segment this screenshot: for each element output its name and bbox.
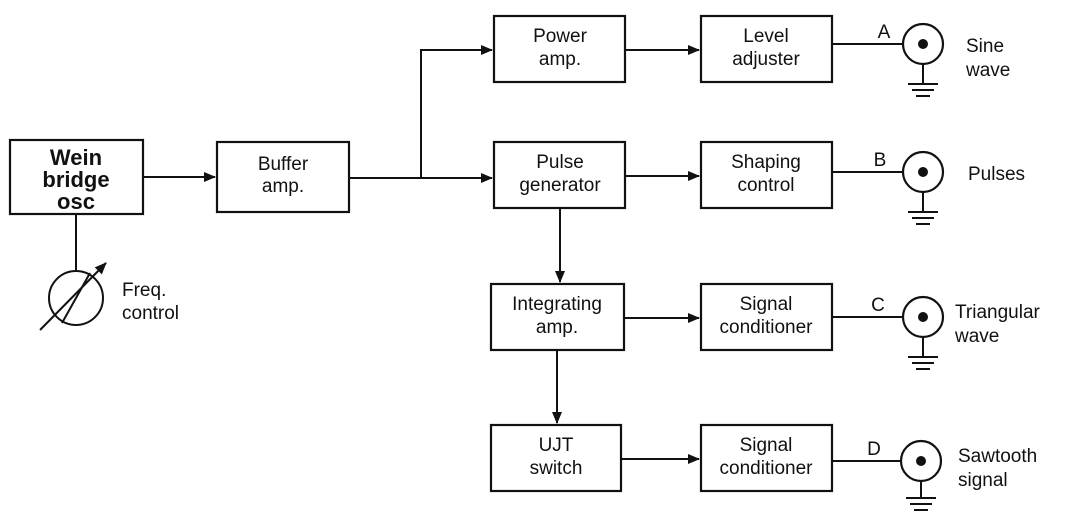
output-label-b-line-1: Pulses [968,164,1025,185]
pulse-generator-line-1: Pulse [536,152,584,173]
bnc-connector-icon [901,22,945,66]
ujt-switch-block: UJT switch [489,423,623,493]
freq-control-circle [48,270,104,326]
output-label-d-line-1: Sawtooth [958,446,1037,467]
level-adjuster-line-2: adjuster [732,49,800,70]
bnc-connector-icon [899,439,943,483]
ujt-switch-line-1: UJT [539,435,574,456]
output-label-a-line-2: wave [965,60,1010,81]
buffer-amp-line-2: amp. [262,176,304,197]
output-label-c-line-1: Triangular [955,302,1041,323]
output-label-a-line-1: Sine [966,36,1004,57]
wein-bridge-line-1: Wein [50,145,102,170]
output-d: D Sawtooth signal [867,439,1037,511]
integrating-amp-line-2: amp. [536,317,578,338]
output-a: A Sine wave [878,22,1010,97]
freq-control-label-1: Freq. [122,280,166,301]
freq-control-arrow [39,262,107,331]
pulse-generator-line-2: generator [519,175,601,196]
wein-bridge-line-3: osc [57,189,95,214]
output-label-d-line-2: signal [958,470,1008,491]
signal-conditioner-c-line-2: conditioner [720,317,814,338]
shaping-control-line-2: control [737,175,794,196]
output-b: B Pulses [874,150,1025,225]
level-adjuster-block: Level adjuster [699,14,834,84]
integrating-amp-line-1: Integrating [512,294,602,315]
buffer-amp-block: Buffer amp. [215,140,351,214]
ground-icon [908,337,938,370]
variable-resistor-icon [39,214,107,331]
output-tag-c: C [871,295,885,316]
signal-conditioner-d-line-1: Signal [740,435,793,456]
signal-conditioner-c-line-1: Signal [740,294,793,315]
power-amp-block: Power amp. [492,14,627,84]
pulse-generator-block: Pulse generator [492,140,627,210]
bnc-connector-icon [901,295,945,339]
bnc-connector-icon [901,150,945,194]
output-tag-d: D [867,439,881,460]
output-tag-a: A [878,22,891,43]
level-adjuster-line-1: Level [743,26,788,47]
output-c: C Triangular wave [871,295,1041,370]
ground-icon [906,481,936,511]
wein-bridge-osc-block: Wein bridge osc [8,138,145,216]
output-label-c-line-2: wave [954,326,999,347]
freq-control-label-2: control [122,303,179,324]
ground-icon [908,192,938,225]
shaping-control-block: Shaping control [699,140,834,210]
ground-icon [908,64,938,97]
signal-conditioner-d-block: Signal conditioner [699,423,834,493]
shaping-control-line-1: Shaping [731,152,801,173]
output-tag-b: B [874,150,887,171]
arrow-buffer-to-power [420,45,493,178]
signal-conditioner-d-line-2: conditioner [720,458,814,479]
wein-bridge-line-2: bridge [42,167,109,192]
signal-conditioner-c-block: Signal conditioner [699,282,834,352]
power-amp-line-2: amp. [539,49,581,70]
buffer-amp-line-1: Buffer [258,154,309,175]
integrating-amp-block: Integrating amp. [489,282,626,352]
freq-control-body-line [61,272,91,324]
power-amp-line-1: Power [533,26,588,47]
signal-paths [143,43,903,464]
ujt-switch-line-2: switch [530,458,583,479]
